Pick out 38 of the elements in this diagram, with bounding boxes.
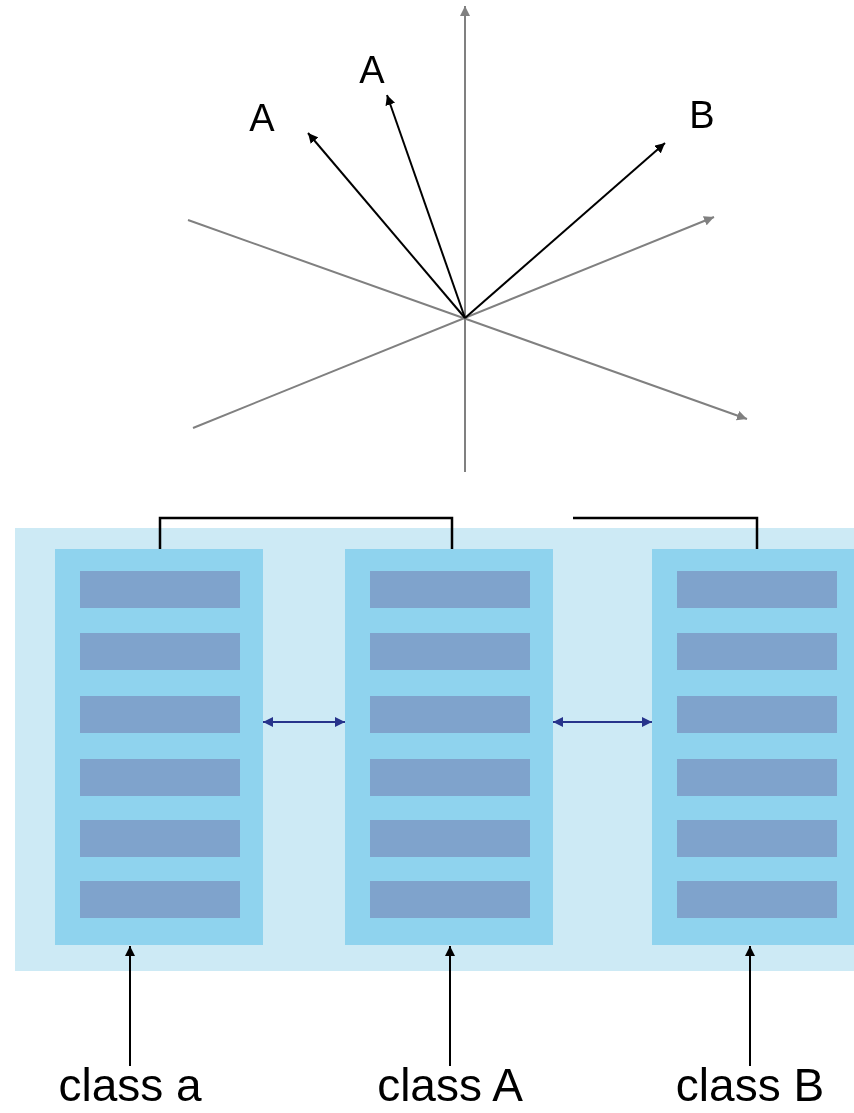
stripe-bar: [80, 759, 240, 796]
vector-label: A: [350, 50, 394, 90]
stripe-bar: [677, 881, 837, 918]
stripe-bar: [677, 571, 837, 608]
stripe-bar: [80, 820, 240, 857]
stripe-bar: [677, 820, 837, 857]
stripe-bar: [80, 881, 240, 918]
column-panel: [345, 549, 553, 945]
bracket-line: [573, 516, 759, 549]
stripe-bar: [370, 696, 530, 733]
double-arrow: [262, 717, 346, 727]
stripe-bar: [370, 571, 530, 608]
double-arrow: [552, 717, 653, 727]
arrow: [445, 945, 455, 1067]
column-panel: [652, 549, 854, 945]
class-label: class A: [340, 1062, 560, 1108]
stripe-bar: [370, 881, 530, 918]
arrow: [307, 132, 466, 319]
column-panel: [55, 549, 263, 945]
stripe-bar: [80, 633, 240, 670]
bracket-line: [158, 516, 454, 549]
panel: [15, 528, 854, 971]
arrow: [385, 94, 466, 319]
class-label: class a: [30, 1062, 230, 1108]
stripe-bar: [677, 633, 837, 670]
arrow: [464, 142, 666, 319]
class-label: class B: [650, 1062, 850, 1108]
vector-label: A: [240, 98, 284, 138]
stripe-bar: [370, 820, 530, 857]
vector-label: B: [680, 95, 724, 135]
stripe-bar: [677, 759, 837, 796]
stripe-bar: [80, 696, 240, 733]
stripe-bar: [80, 571, 240, 608]
arrow: [125, 945, 135, 1067]
stripe-bar: [677, 696, 837, 733]
stripe-bar: [370, 759, 530, 796]
arrow: [745, 945, 755, 1067]
stripe-bar: [370, 633, 530, 670]
